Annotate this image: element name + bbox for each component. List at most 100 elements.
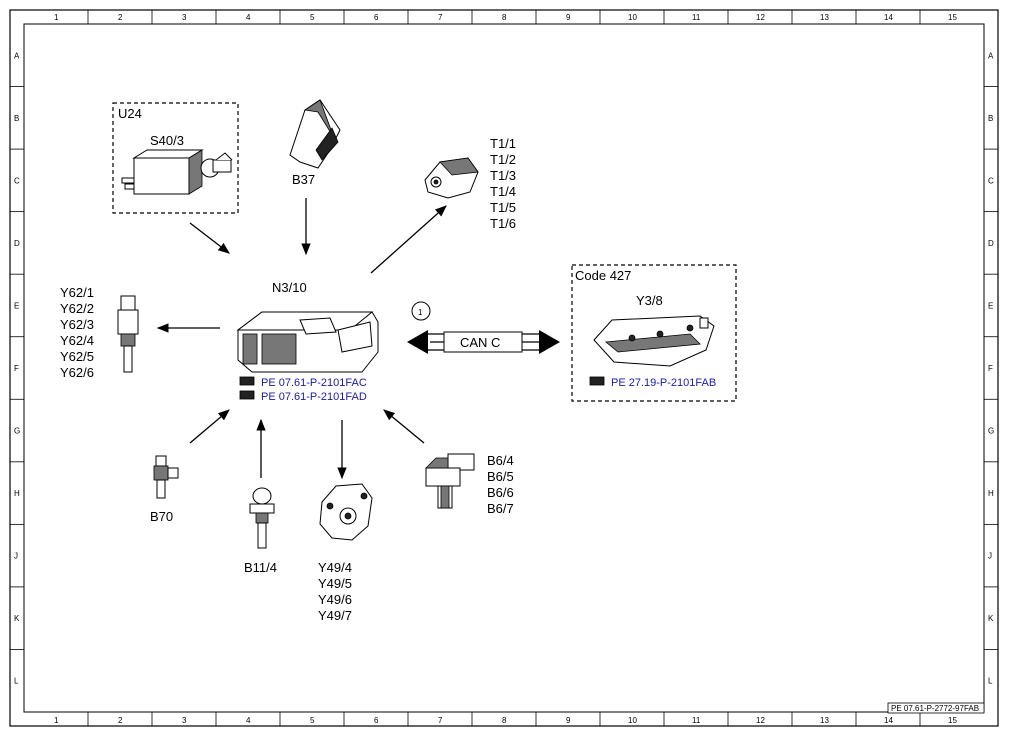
y62-labels: Y62/1 Y62/2 Y62/3 Y62/4 Y62/5 Y62/6 (60, 285, 94, 380)
t1-label: T1/2 (490, 152, 516, 167)
n3-10-group: N3/10 PE 07.61-P-2101FAC PE 07.61-P-2101… (236, 280, 379, 403)
t1-label: T1/1 (490, 136, 516, 151)
row-index-label: C (14, 176, 20, 185)
y3-8-valve-body-icon (593, 315, 715, 367)
arrow-b6-to-n3-10 (383, 409, 425, 444)
column-index-label: 3 (182, 716, 187, 725)
column-index: 1122334455667788991010111112121313141415… (54, 10, 957, 726)
t1-labels: T1/1 T1/2 T1/3 T1/4 T1/5 T1/6 (490, 136, 516, 231)
row-index-label: A (14, 51, 20, 60)
y62-label: Y62/6 (60, 365, 94, 380)
column-index-label: 7 (438, 716, 443, 725)
y62-label: Y62/1 (60, 285, 94, 300)
y3-8-label: Y3/8 (636, 293, 663, 308)
reference-hand-icon (239, 390, 255, 400)
u24-label: U24 (118, 106, 142, 121)
b6-hall-sensor-icon (425, 453, 475, 509)
b6-label: B6/4 (487, 453, 514, 468)
b6-label: B6/6 (487, 485, 514, 500)
column-index-label: 15 (948, 716, 957, 725)
row-index-label: L (988, 677, 993, 686)
t1-ignition-coil-icon (424, 157, 479, 199)
row-index-label: E (14, 301, 19, 310)
column-index-label: 10 (628, 13, 637, 22)
row-index-label: D (988, 239, 994, 248)
n3-10-ref-link[interactable]: PE 07.61-P-2101FAD (261, 391, 367, 403)
row-index-label: C (988, 176, 994, 185)
column-index-label: 5 (310, 13, 315, 22)
n3-10-ref-2[interactable]: PE 07.61-P-2101FAD (239, 390, 367, 403)
b70-group: B70 (150, 455, 179, 524)
row-index-label: K (14, 614, 20, 623)
column-index-label: 2 (118, 716, 123, 725)
y49-label: Y49/5 (318, 576, 352, 591)
y3-8-ref-link[interactable]: PE 27.19-P-2101FAB (611, 377, 716, 389)
n3-10-control-unit-icon (236, 311, 379, 373)
signal-arrows (156, 198, 447, 480)
column-index-label: 6 (374, 716, 379, 725)
b6-group: B6/4 B6/5 B6/6 B6/7 (425, 453, 514, 516)
arrow-b70-to-n3-10 (189, 409, 230, 444)
column-index-label: 11 (692, 716, 701, 725)
column-index-label: 3 (182, 13, 187, 22)
y49-label: Y49/7 (318, 608, 352, 623)
b6-label: B6/5 (487, 469, 514, 484)
document-reference: PE 07.61-P-2772-97FAB (891, 704, 979, 713)
drawing-frame: 1122334455667788991010111112121313141415… (9, 9, 999, 727)
note-number: 1 (418, 308, 423, 317)
arrow-n3-10-to-t1 (370, 205, 447, 274)
n3-10-ref-link[interactable]: PE 07.61-P-2101FAC (261, 377, 367, 389)
arrow-u24-to-n3-10 (189, 222, 230, 254)
s40-3-label: S40/3 (150, 133, 184, 148)
column-index-label: 4 (246, 716, 251, 725)
column-index-label: 1 (54, 13, 59, 22)
y62-label: Y62/2 (60, 301, 94, 316)
row-index-label: K (988, 614, 994, 623)
y62-label: Y62/5 (60, 349, 94, 364)
can-arrow-right (539, 330, 560, 354)
row-index-label: F (988, 364, 993, 373)
row-index-label: H (14, 489, 20, 498)
row-index-label: A (988, 51, 994, 60)
b70-label: B70 (150, 509, 173, 524)
y49-camshaft-solenoid-icon (319, 483, 373, 541)
b6-labels: B6/4 B6/5 B6/6 B6/7 (487, 453, 514, 516)
b11-4-coolant-sensor-icon (249, 487, 275, 549)
column-index-label: 8 (502, 13, 507, 22)
b37-group: B37 (289, 99, 341, 187)
y62-injector-icon (117, 295, 139, 373)
code427-group: Code 427 Y3/8 PE 27.19-P-2101FAB (571, 264, 737, 402)
b11-4-label: B11/4 (244, 560, 277, 575)
y3-8-ref[interactable]: PE 27.19-P-2101FAB (589, 376, 716, 389)
b6-label: B6/7 (487, 501, 514, 516)
column-index-label: 1 (54, 716, 59, 725)
column-index-label: 14 (884, 13, 893, 22)
can-arrow-left (407, 330, 428, 354)
b37-pedal-sensor-icon (289, 99, 341, 169)
column-index-label: 8 (502, 716, 507, 725)
y62-label: Y62/4 (60, 333, 94, 348)
code427-label: Code 427 (575, 268, 631, 283)
column-index-label: 6 (374, 13, 379, 22)
column-index-label: 10 (628, 716, 637, 725)
y49-labels: Y49/4 Y49/5 Y49/6 Y49/7 (318, 560, 352, 623)
n3-10-ref-1[interactable]: PE 07.61-P-2101FAC (239, 376, 367, 389)
column-index-label: 2 (118, 13, 123, 22)
row-index-label: B (988, 114, 993, 123)
u24-group: U24 S40/3 (112, 102, 239, 214)
row-index-label: J (14, 552, 18, 561)
y49-label: Y49/4 (318, 560, 352, 575)
row-index-label: D (14, 239, 20, 248)
n3-10-label: N3/10 (272, 280, 307, 295)
b37-label: B37 (292, 172, 315, 187)
y49-label: Y49/6 (318, 592, 352, 607)
b11-4-group: B11/4 (244, 487, 277, 575)
column-index-label: 15 (948, 13, 957, 22)
row-index-label: G (988, 427, 994, 436)
column-index-label: 4 (246, 13, 251, 22)
column-index-label: 9 (566, 716, 571, 725)
t1-label: T1/4 (490, 184, 516, 199)
column-index-label: 12 (756, 716, 765, 725)
